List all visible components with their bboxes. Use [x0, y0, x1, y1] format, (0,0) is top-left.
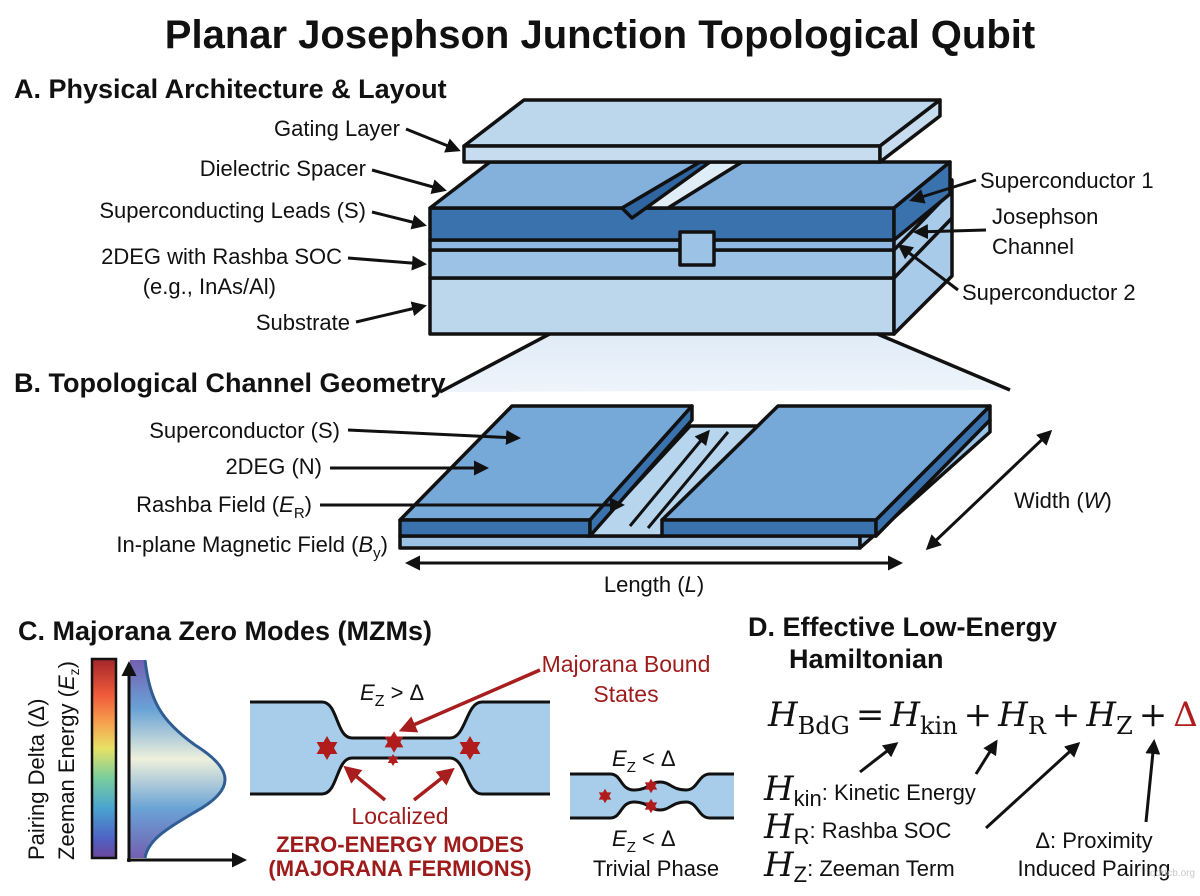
label-zero-energy-modes: ZERO-ENERGY MODES — [276, 832, 524, 857]
label-localized: Localized — [351, 803, 448, 829]
legend-kinetic: Hkin: Kinetic Energy — [763, 769, 976, 811]
axis-label-pairing-delta: Pairing Delta (Δ) — [24, 699, 49, 860]
label-superconductor-s: Superconductor (S) — [149, 418, 340, 443]
zoom-region-box — [678, 230, 716, 267]
base-2deg-strip — [398, 534, 862, 550]
topological-wire — [250, 700, 550, 796]
label-superconductor-2: Superconductor 2 — [962, 280, 1136, 305]
label-trivial-phase: Trivial Phase — [593, 856, 719, 881]
energy-colorbar — [90, 657, 118, 860]
label-proximity: Δ: Proximity — [1035, 828, 1152, 853]
trivial-star-bottom — [644, 798, 658, 814]
axis-label-zeeman-energy: Zeeman Energy (Ez) — [54, 661, 82, 860]
label-majorana-fermions: (MAJORANA FERMIONS) — [268, 856, 531, 881]
device-stack — [428, 160, 954, 336]
superconducting-leads — [428, 206, 896, 242]
label-2deg-material: (e.g., InAs/Al) — [143, 274, 276, 299]
label-gating-layer: Gating Layer — [274, 116, 400, 141]
rashba-field-arrow — [628, 429, 710, 527]
channel-geometry — [398, 404, 992, 550]
section-d-heading-line1: D. Effective Low-Energy — [748, 612, 1057, 642]
gating-layer — [462, 98, 942, 164]
label-dielectric-spacer: Dielectric Spacer — [200, 156, 366, 181]
section-c-heading: C. Majorana Zero Modes (MZMs) — [18, 616, 432, 646]
trivial-wire — [570, 772, 734, 820]
label-2deg-rashba: 2DEG with Rashba SOC — [101, 244, 342, 269]
watermark: qdrtcb.org — [1150, 868, 1195, 879]
arrow-localized-right — [412, 767, 455, 802]
arrow-localized-left — [343, 765, 387, 802]
hamiltonian-equation: HBdG=Hkin+HR+HZ+Δ — [767, 695, 1198, 740]
left-superconductor-front — [398, 518, 592, 538]
section-a-heading: A. Physical Architecture & Layout — [14, 74, 447, 104]
majorana-star-right — [459, 736, 481, 760]
width-dimension-arrow — [925, 429, 1053, 551]
label-channel: Channel — [992, 234, 1074, 259]
label-substrate: Substrate — [256, 310, 350, 335]
label-josephson: Josephson — [992, 204, 1098, 229]
legend-zeeman: HZ: Zeeman Term — [763, 845, 955, 887]
right-superconductor-front — [660, 518, 878, 538]
substrate-layer — [428, 276, 896, 336]
trivial-condition-top: EZ < Δ — [612, 746, 676, 776]
legend-rashba: HR: Rashba SOC — [763, 807, 951, 849]
trivial-star-top — [644, 778, 658, 794]
trivial-star-left — [598, 788, 612, 804]
twodeg-layer — [428, 248, 896, 280]
section-d-heading-line2: Hamiltonian — [789, 644, 944, 674]
label-in-plane-field: In-plane Magnetic Field (By) — [116, 532, 388, 562]
arrow-bound-states — [398, 668, 541, 733]
rashba-field-line — [646, 431, 730, 529]
section-b-heading: B. Topological Channel Geometry — [14, 368, 446, 398]
label-rashba-field: Rashba Field (ER) — [136, 492, 312, 522]
label-superconducting-leads: Superconducting Leads (S) — [99, 198, 366, 223]
topological-condition: EZ > Δ — [360, 680, 425, 710]
majorana-star-left — [316, 736, 338, 760]
label-superconductor-1: Superconductor 1 — [980, 168, 1154, 193]
label-majorana-bound: Majorana Bound — [542, 651, 711, 677]
majorana-star-small — [387, 754, 399, 766]
wavefunction-distribution — [130, 660, 225, 858]
label-width: Width (W) — [1014, 488, 1112, 513]
label-states: States — [593, 681, 658, 707]
label-length: Length (L) — [604, 572, 704, 597]
label-2deg-n: 2DEG (N) — [225, 454, 322, 479]
label-induced-pairing: Induced Pairing — [1018, 856, 1171, 881]
trivial-condition-bottom: EZ < Δ — [612, 826, 676, 856]
page-title: Planar Josephson Junction Topological Qu… — [165, 13, 1035, 57]
